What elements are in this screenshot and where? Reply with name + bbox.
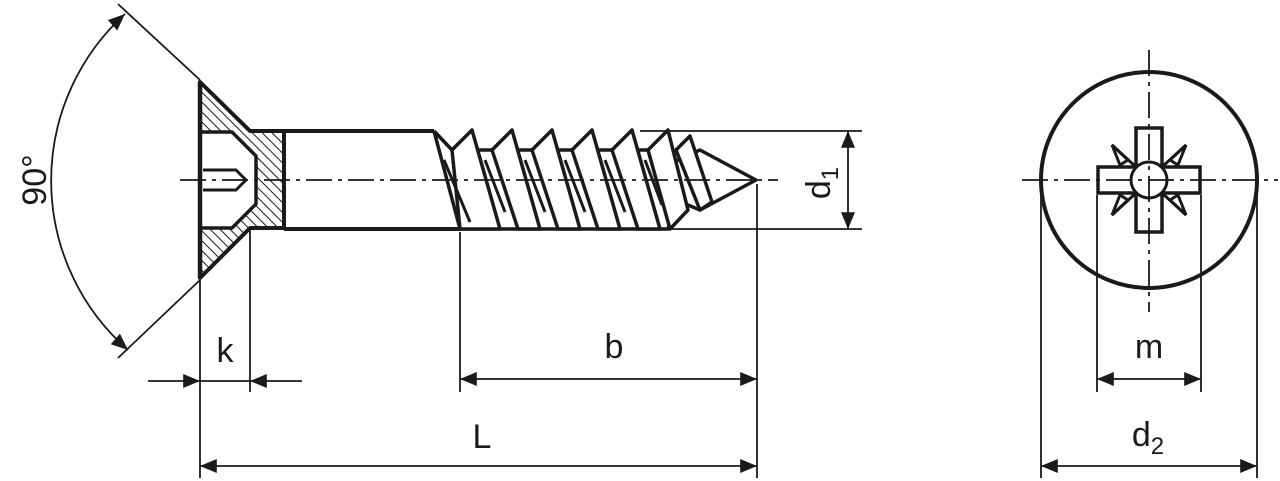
b-label: b xyxy=(605,328,624,366)
top-view-centerlines xyxy=(1022,50,1278,312)
angle-arc xyxy=(50,13,129,351)
m-label: m xyxy=(1135,328,1163,366)
d2-label: d2 xyxy=(1132,416,1164,460)
top-view-dimensions xyxy=(1040,185,1258,478)
k-label: k xyxy=(217,332,235,370)
L-label: L xyxy=(473,418,492,456)
angle-label: 90° xyxy=(16,154,54,205)
svg-text:d1: d1 xyxy=(800,167,844,199)
side-view-dimensions xyxy=(50,3,862,478)
d1-label: d1 xyxy=(800,167,844,199)
